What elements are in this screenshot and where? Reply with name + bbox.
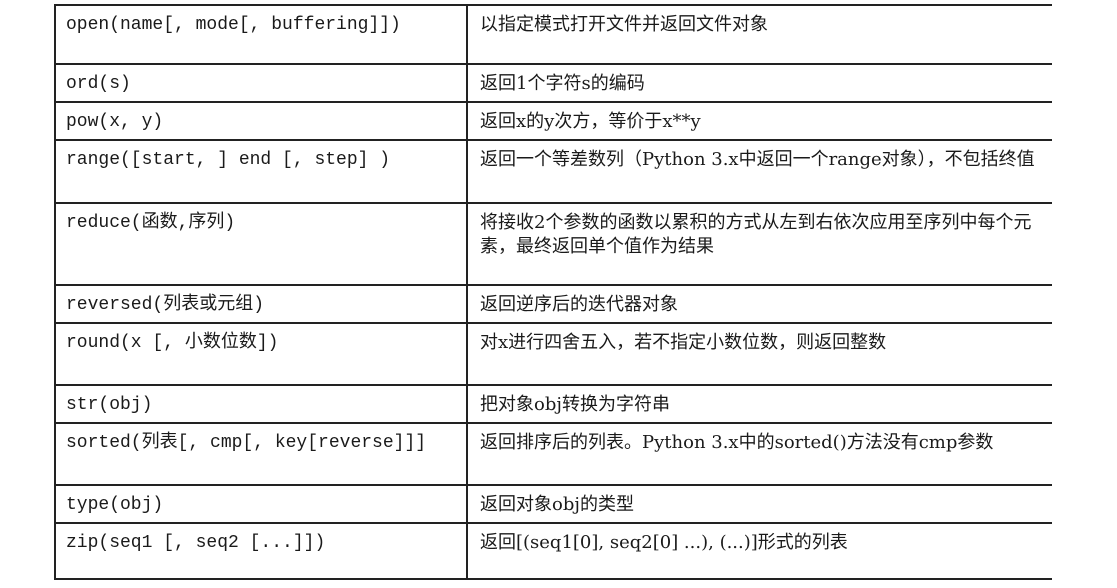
function-description-cell: 返回对象obj的类型: [480, 494, 634, 515]
table-row: range([start, ] end [, step] ) 返回一个等差数列（P…: [54, 139, 1052, 202]
function-signature-cell: reduce(函数,序列): [54, 204, 468, 284]
table-row: type(obj) 返回对象obj的类型: [54, 484, 1052, 522]
function-signature-cell: zip(seq1 [, seq2 [...]]): [54, 524, 468, 578]
table-row: reversed(列表或元组) 返回逆序后的迭代器对象: [54, 284, 1052, 322]
table-row: str(obj) 把对象obj转换为字符串: [54, 384, 1052, 422]
function-signature-cell: pow(x, y): [54, 103, 468, 139]
function-description-cell: 返回逆序后的迭代器对象: [480, 294, 678, 315]
function-description-cell: 返回1个字符s的编码: [480, 73, 645, 94]
function-signature-cell: open(name[, mode[, buffering]]): [54, 6, 468, 63]
function-signature-cell: reversed(列表或元组): [54, 286, 468, 322]
table-row: zip(seq1 [, seq2 [...]]) 返回[(seq1[0], seq…: [54, 522, 1052, 580]
function-signature-cell: ord(s): [54, 65, 468, 101]
function-description-cell: 返回x的y次方，等价于x**y: [480, 111, 701, 132]
function-signature-cell: range([start, ] end [, step] ): [54, 141, 468, 202]
function-signature-cell: str(obj): [54, 386, 468, 422]
function-description-cell: 返回一个等差数列（Python 3.x中返回一个range对象），不包括终值: [480, 149, 1035, 170]
function-description-cell: 返回排序后的列表。Python 3.x中的sorted()方法没有cmp参数: [480, 432, 994, 453]
function-signature-cell: sorted(列表[, cmp[, key[reverse]]]: [54, 424, 468, 484]
function-description-cell: 返回[(seq1[0], seq2[0] ...), (...)]形式的列表: [480, 532, 848, 553]
function-description-cell: 将接收2个参数的函数以累积的方式从左到右依次应用至序列中每个元素，最终返回单个值…: [480, 212, 1032, 257]
table-row: sorted(列表[, cmp[, key[reverse]]] 返回排序后的列表…: [54, 422, 1052, 484]
function-signature-cell: round(x [, 小数位数]): [54, 324, 468, 384]
table-row: round(x [, 小数位数]) 对x进行四舍五入，若不指定小数位数，则返回整数: [54, 322, 1052, 384]
table-row: reduce(函数,序列) 将接收2个参数的函数以累积的方式从左到右依次应用至序列…: [54, 202, 1052, 284]
function-signature-cell: type(obj): [54, 486, 468, 522]
function-description-cell: 以指定模式打开文件并返回文件对象: [480, 14, 768, 35]
function-description-cell: 把对象obj转换为字符串: [480, 394, 670, 415]
table-row: ord(s) 返回1个字符s的编码: [54, 63, 1052, 101]
table-row: open(name[, mode[, buffering]]) 以指定模式打开文件…: [54, 4, 1052, 63]
table-row: pow(x, y) 返回x的y次方，等价于x**y: [54, 101, 1052, 139]
function-description-cell: 对x进行四舍五入，若不指定小数位数，则返回整数: [480, 332, 887, 353]
